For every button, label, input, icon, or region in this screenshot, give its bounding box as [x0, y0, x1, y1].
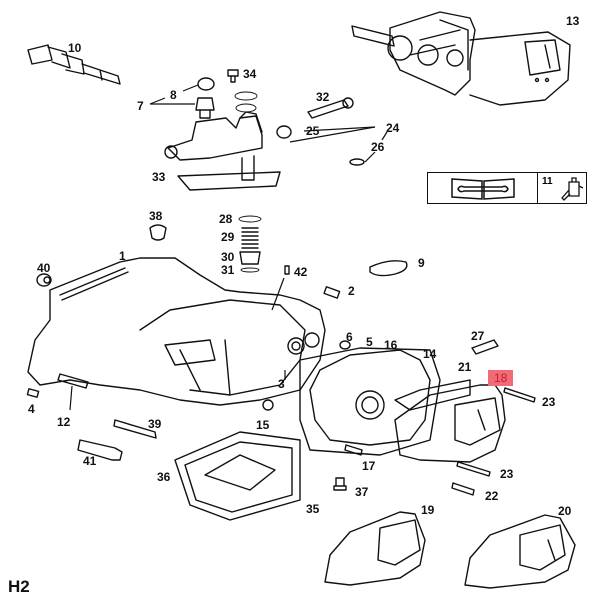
- part-23-bolt: [503, 387, 536, 403]
- part-23-bolt: [456, 461, 491, 477]
- label-part-13[interactable]: 13: [566, 14, 580, 28]
- part-25-seal: [276, 125, 292, 139]
- label-part-1[interactable]: 1: [119, 249, 126, 263]
- label-part-40[interactable]: 40: [37, 261, 51, 275]
- part-17-bolt: [344, 444, 363, 456]
- label-part-42[interactable]: 42: [294, 265, 308, 279]
- label-part-25[interactable]: 25: [306, 124, 320, 138]
- part-14-housing: [309, 340, 431, 446]
- page-title: H2: [8, 577, 30, 596]
- part-26-clip: [349, 158, 365, 166]
- part-40-bushing: [36, 273, 52, 287]
- part-7-breather: [195, 97, 215, 119]
- part-12-stud: [57, 373, 89, 389]
- label-part-7[interactable]: 7: [137, 99, 144, 113]
- part-5-gasket: [299, 347, 441, 456]
- label-part-15[interactable]: 15: [256, 418, 270, 432]
- label-part-11[interactable]: 11: [542, 176, 553, 187]
- part-32-shaft: [307, 97, 354, 119]
- part-22-bolt: [451, 482, 475, 496]
- shift-housing: [164, 111, 281, 191]
- label-part-9[interactable]: 9: [418, 256, 425, 270]
- label-part-28[interactable]: 28: [219, 212, 233, 226]
- sealant-tube-icon: [561, 177, 584, 201]
- book-wrench-icon: [428, 173, 538, 203]
- label-part-24[interactable]: 24: [386, 121, 400, 135]
- label-part-33[interactable]: 33: [152, 170, 166, 184]
- label-part-3[interactable]: 3: [278, 377, 285, 391]
- label-part-36[interactable]: 36: [157, 470, 171, 484]
- label-part-38[interactable]: 38: [149, 209, 163, 223]
- part-18-end-cover: [394, 384, 506, 463]
- label-part-22[interactable]: 22: [485, 489, 499, 503]
- part-28-31-spring-stack: [238, 215, 262, 273]
- label-part-12[interactable]: 12: [57, 415, 71, 429]
- part-4-dowel: [26, 388, 40, 398]
- part-9-gasket-cover: [369, 260, 408, 277]
- label-part-39[interactable]: 39: [148, 417, 162, 431]
- label-part-14[interactable]: 14: [423, 347, 437, 361]
- part-2-dowel: [323, 286, 341, 299]
- part-15-plug: [262, 399, 274, 411]
- part-38-plug: [149, 224, 167, 241]
- label-part-20[interactable]: 20: [558, 504, 572, 518]
- label-part-41[interactable]: 41: [83, 454, 97, 468]
- part-35-oil-pan: [184, 441, 293, 513]
- part-13-gear-assembly: [351, 11, 571, 106]
- part-37-drain-plug: [333, 477, 347, 491]
- part-19-end-cover-variant: [324, 511, 426, 586]
- part-27-pin: [471, 339, 499, 355]
- washer: [234, 91, 258, 101]
- sealant-cell: 11: [538, 173, 586, 203]
- legend-box: 11: [427, 172, 587, 204]
- label-part-21[interactable]: 21: [458, 360, 472, 374]
- label-part-5[interactable]: 5: [366, 335, 373, 349]
- label-part-23-lower[interactable]: 23: [500, 467, 514, 481]
- label-part-19[interactable]: 19: [421, 503, 435, 517]
- label-part-23-upper[interactable]: 23: [542, 395, 556, 409]
- part-42-pin: [284, 265, 290, 275]
- label-part-30[interactable]: 30: [221, 250, 235, 264]
- label-part-10[interactable]: 10: [68, 41, 82, 55]
- part-10-sensor: [27, 44, 121, 85]
- label-part-6[interactable]: 6: [346, 330, 353, 344]
- label-part-31[interactable]: 31: [221, 263, 235, 277]
- label-part-27[interactable]: 27: [471, 329, 485, 343]
- label-part-32[interactable]: 32: [316, 90, 330, 104]
- label-part-34[interactable]: 34: [243, 67, 257, 81]
- washer: [235, 103, 257, 113]
- label-part-35[interactable]: 35: [306, 502, 320, 516]
- label-part-37[interactable]: 37: [355, 485, 369, 499]
- label-part-18-highlighted[interactable]: 18: [488, 370, 514, 386]
- part-39-bolt: [113, 419, 157, 439]
- part-1-transmission-case: [27, 257, 326, 406]
- part-8-cap: [197, 77, 215, 91]
- label-part-26[interactable]: 26: [371, 140, 385, 154]
- part-36-gasket: [174, 431, 301, 521]
- part-34-bolt: [227, 69, 239, 83]
- label-part-2[interactable]: 2: [348, 284, 355, 298]
- leader-lines: [69, 84, 388, 411]
- part-41-bolt: [77, 439, 123, 461]
- label-part-16[interactable]: 16: [384, 338, 398, 352]
- label-part-8[interactable]: 8: [170, 88, 177, 102]
- label-part-17[interactable]: 17: [362, 459, 376, 473]
- label-part-29[interactable]: 29: [221, 230, 235, 244]
- label-part-4[interactable]: 4: [28, 402, 35, 416]
- part-20-end-cover-variant: [464, 514, 576, 589]
